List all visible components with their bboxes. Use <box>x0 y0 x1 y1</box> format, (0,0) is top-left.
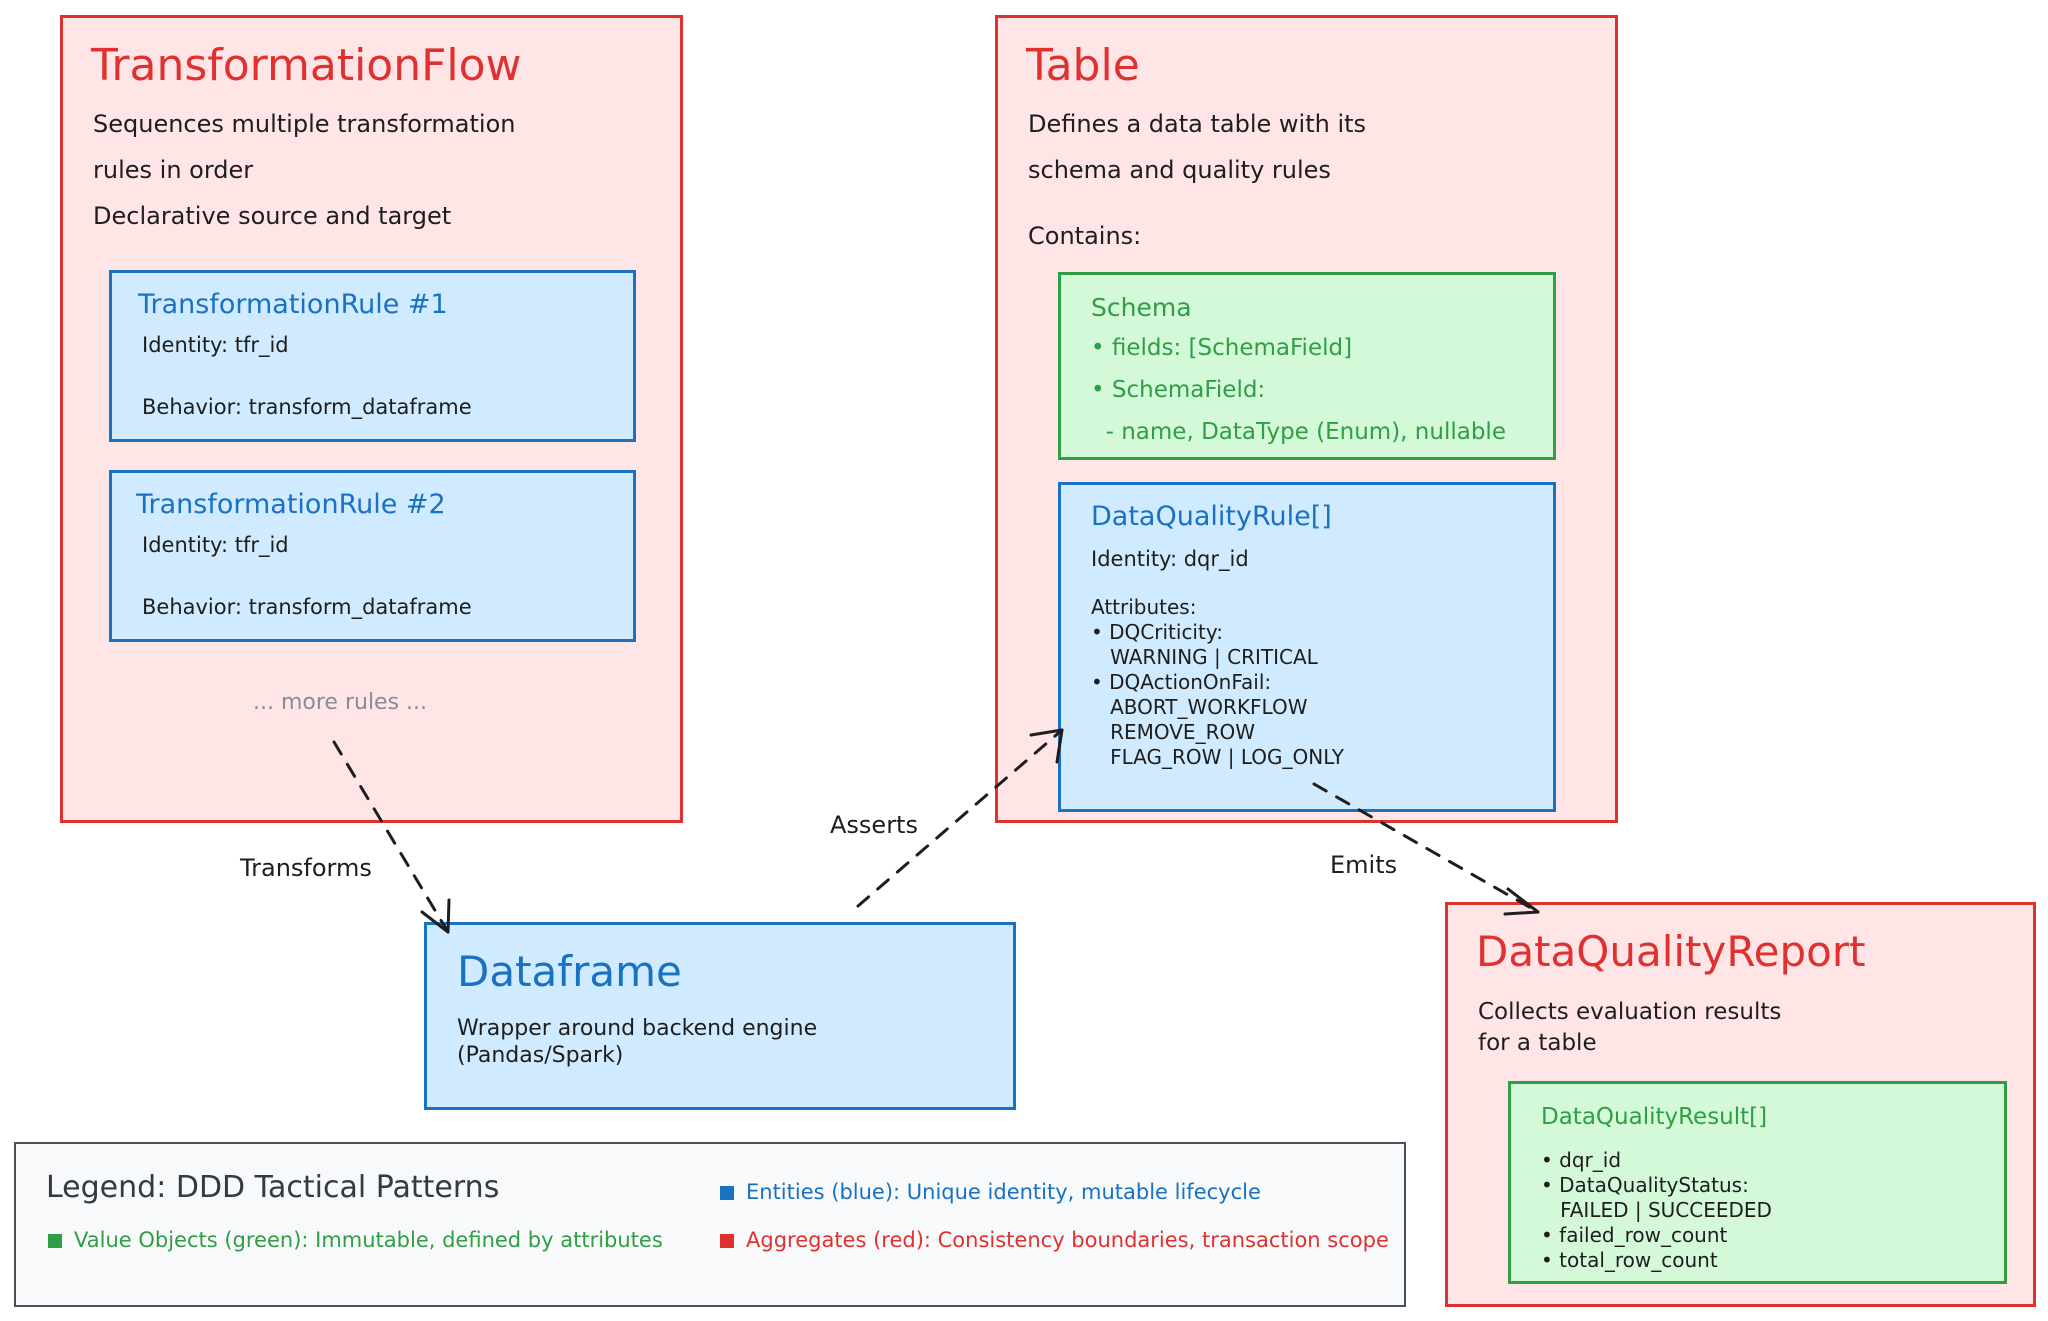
legend-box: Legend: DDD Tactical Patterns Entities (… <box>14 1142 1406 1307</box>
emits-label: Emits <box>1330 851 1398 879</box>
table-title: Table <box>1026 40 1140 91</box>
transformation-rule-1-title: TransformationRule #1 <box>138 289 448 320</box>
table-desc-1: Defines a data table with its <box>1028 110 1367 138</box>
transformation-flow-title: TransformationFlow <box>91 40 522 91</box>
schema-title: Schema <box>1091 293 1192 322</box>
data-quality-rule-box: DataQualityRule[] Identity: dqr_id Attri… <box>1058 482 1556 812</box>
transformation-flow-desc-2: rules in order <box>93 156 254 184</box>
data-quality-report-desc: Collects evaluation results for a table <box>1478 999 1782 1056</box>
transformation-rule-2-box: TransformationRule #2 Identity: tfr_id B… <box>109 470 636 642</box>
table-desc-2: schema and quality rules <box>1028 156 1331 184</box>
value-object-legend-swatch <box>48 1234 62 1248</box>
legend-value-objects: Value Objects (green): Immutable, define… <box>74 1228 663 1252</box>
data-quality-report-title: DataQualityReport <box>1476 927 1866 976</box>
transforms-label: Transforms <box>240 854 372 882</box>
schema-box: Schema • fields: [SchemaField] • SchemaF… <box>1058 272 1556 460</box>
legend-entities: Entities (blue): Unique identity, mutabl… <box>746 1180 1261 1204</box>
data-quality-result-box: DataQualityResult[] • dqr_id • DataQuali… <box>1508 1081 2007 1284</box>
aggregate-legend-swatch <box>720 1234 734 1248</box>
transformation-rule-1-behavior: Behavior: transform_dataframe <box>142 395 472 419</box>
dataframe-desc: Wrapper around backend engine (Pandas/Sp… <box>457 1016 818 1068</box>
transformation-flow-desc-1: Sequences multiple transformation <box>93 110 516 138</box>
transformation-rule-1-identity: Identity: tfr_id <box>142 333 289 357</box>
data-quality-report-box: DataQualityReport Collects evaluation re… <box>1445 902 2036 1307</box>
entity-legend-swatch <box>720 1186 734 1200</box>
data-quality-rule-identity: Identity: dqr_id <box>1091 547 1249 571</box>
legend-title: Legend: DDD Tactical Patterns <box>46 1170 500 1205</box>
schema-item-fields: • fields: [SchemaField] <box>1091 335 1353 361</box>
schema-item-schemafield: • SchemaField: <box>1091 377 1266 403</box>
table-box: Table Defines a data table with its sche… <box>995 15 1618 823</box>
dataframe-box: Dataframe Wrapper around backend engine … <box>424 922 1016 1110</box>
table-contains-label: Contains: <box>1028 222 1142 250</box>
more-rules-label: ... more rules ... <box>253 690 428 715</box>
data-quality-rule-title: DataQualityRule[] <box>1091 501 1332 532</box>
transformation-rule-2-title: TransformationRule #2 <box>136 489 446 520</box>
schema-item-attributes: - name, DataType (Enum), nullable <box>1091 419 1506 445</box>
asserts-label: Asserts <box>830 811 918 839</box>
transformation-rule-2-behavior: Behavior: transform_dataframe <box>142 595 472 619</box>
data-quality-rule-attributes: Attributes: • DQCriticity: WARNING | CRI… <box>1091 595 1344 769</box>
transformation-rule-2-identity: Identity: tfr_id <box>142 533 289 557</box>
dataframe-title: Dataframe <box>457 947 682 996</box>
transformation-flow-desc-3: Declarative source and target <box>93 202 452 230</box>
legend-aggregates: Aggregates (red): Consistency boundaries… <box>746 1228 1389 1252</box>
data-quality-result-body: • dqr_id • DataQualityStatus: FAILED | S… <box>1541 1148 1772 1272</box>
data-quality-result-title: DataQualityResult[] <box>1541 1104 1768 1130</box>
transformation-rule-1-box: TransformationRule #1 Identity: tfr_id B… <box>109 270 636 442</box>
transformation-flow-box: TransformationFlow Sequences multiple tr… <box>60 15 683 823</box>
